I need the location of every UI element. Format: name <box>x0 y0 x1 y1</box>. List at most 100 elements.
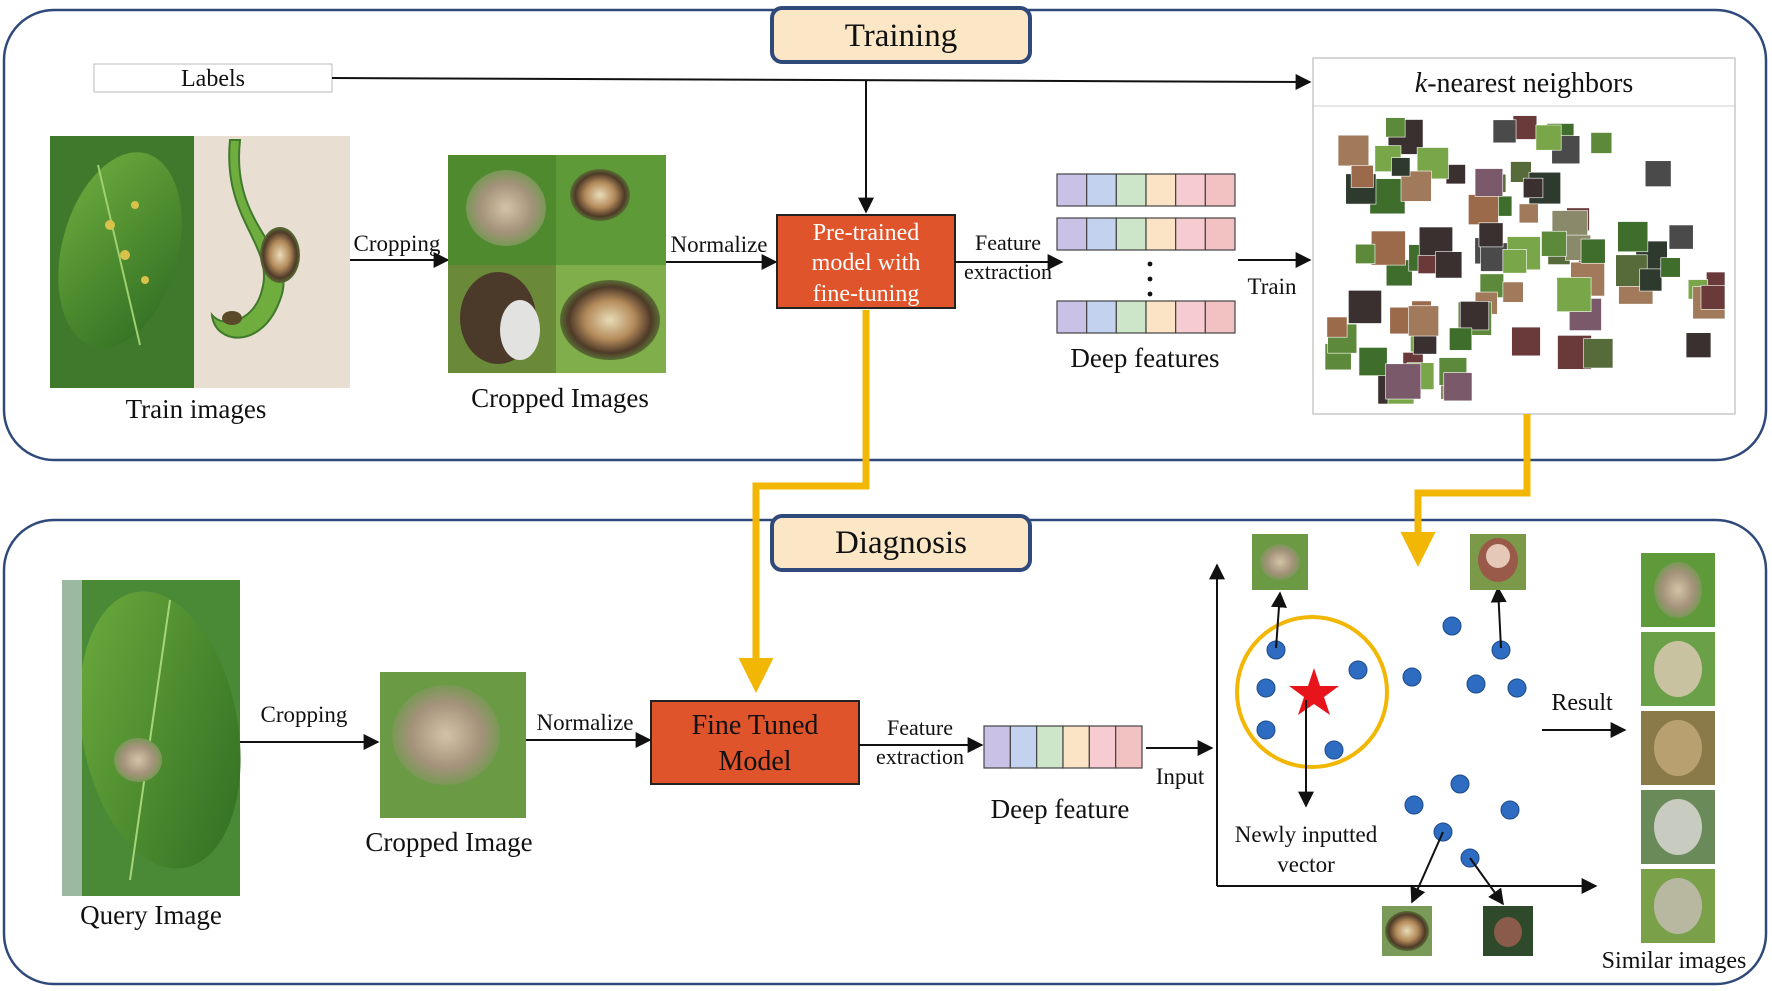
cropped-images-caption: Cropped Images <box>471 383 649 413</box>
feature-dot <box>1404 795 1424 815</box>
knn-thumbnail <box>1580 238 1606 264</box>
knn-thumbnail <box>1370 230 1406 266</box>
feature-cell <box>1204 300 1236 334</box>
result-label: Result <box>1551 690 1613 716</box>
feature-dot <box>1442 616 1462 636</box>
knn-thumbnail <box>1417 255 1437 274</box>
pretrained-model-box <box>776 214 956 309</box>
train-normalize-label: Normalize <box>670 232 767 257</box>
diag-feature-label2: extraction <box>876 744 964 769</box>
knn-thumbnail <box>1617 221 1649 253</box>
pretrained-model-line3: fine-tuning <box>813 281 920 307</box>
knn-thumbnail <box>1474 168 1504 197</box>
feature-cell <box>1145 217 1177 251</box>
knn-thumbnail <box>1391 157 1411 177</box>
train-cropping-label: Cropping <box>354 231 441 256</box>
knn-thumbnail <box>1358 347 1388 376</box>
knn-thumbnail <box>1408 305 1439 337</box>
neighbor-thumb-2 <box>1470 534 1526 590</box>
similar-image-lesion <box>1654 641 1702 697</box>
knn-thumbnail <box>1660 257 1681 278</box>
similar-images-strip <box>1639 551 1717 945</box>
feature-cell <box>1036 725 1064 769</box>
feature-cell <box>1009 725 1038 769</box>
knn-thumbnail <box>1583 338 1614 369</box>
knn-thumbnail <box>1644 160 1672 187</box>
train-label: Train <box>1248 274 1297 299</box>
knn-thumbnail <box>1685 332 1712 358</box>
knn-thumbnail <box>1523 177 1544 199</box>
similar-images-caption: Similar images <box>1602 948 1747 974</box>
knn-thumbnail <box>1512 115 1538 140</box>
pretrained-model-line2: model with <box>812 250 921 276</box>
model-transfer-arrow <box>738 310 870 693</box>
diagnosis-title-box <box>770 514 1032 572</box>
feature-cell <box>1175 217 1206 251</box>
feature-cell <box>983 725 1011 769</box>
knn-transfer-arrow <box>1400 414 1531 567</box>
feature-cell <box>1056 217 1088 251</box>
knn-title-k: k <box>1415 68 1428 99</box>
knn-thumbnail <box>1590 132 1613 154</box>
deep-feature-vector-2 <box>1056 217 1236 251</box>
feature-cell <box>1115 725 1143 769</box>
feature-cell <box>1062 725 1090 769</box>
diagnosis-title: Diagnosis <box>835 525 967 561</box>
similar-image-lesion <box>1654 878 1702 934</box>
fine-tuned-model-line1: Fine Tuned <box>692 710 819 741</box>
knn-thumbnail <box>1348 290 1382 324</box>
knn-thumbnail <box>1445 164 1466 185</box>
similar-image-lesion <box>1654 562 1702 618</box>
feature-cell <box>1088 725 1117 769</box>
feature-dot <box>1256 720 1276 740</box>
feature-dot <box>1324 740 1344 760</box>
knn-title-rest: -nearest neighbors <box>1427 68 1633 99</box>
knn-thumbnail <box>1511 326 1541 357</box>
fine-tuned-model-line2: Model <box>718 746 791 777</box>
similar-image-lesion <box>1654 799 1702 855</box>
feature-cell <box>1115 300 1147 334</box>
knn-thumbnail <box>1355 243 1376 264</box>
knn-thumbnail <box>1350 165 1374 188</box>
deep-feature-vector-1 <box>1056 173 1236 207</box>
feature-cell <box>1086 217 1117 251</box>
neighbor-circle <box>1235 615 1389 769</box>
labels-box <box>93 63 333 93</box>
query-deep-feature-vector <box>983 725 1143 769</box>
knn-thumbnail <box>1502 281 1524 303</box>
knn-thumbnail <box>1556 277 1592 312</box>
query-image-caption: Query Image <box>80 900 222 930</box>
new-vector-label2: vector <box>1277 852 1335 877</box>
diag-cropping-label: Cropping <box>261 702 348 727</box>
knn-thumbnail <box>1326 316 1348 338</box>
feature-dot <box>1500 800 1520 820</box>
labels-text: Labels <box>181 66 245 92</box>
knn-thumbnail <box>1510 161 1532 183</box>
deep-feature-vector-3 <box>1056 300 1236 334</box>
fine-tuned-model-box <box>650 700 860 785</box>
feature-cell <box>1145 300 1177 334</box>
deep-feature-caption: Deep feature <box>991 794 1130 824</box>
cropped-images-grid <box>448 155 666 373</box>
neighbor-thumb-3 <box>1382 906 1432 956</box>
similar-image-lesion <box>1654 720 1702 776</box>
training-title: Training <box>845 18 957 54</box>
knn-thumbnail <box>1385 363 1422 400</box>
neighbor-thumb-4 <box>1483 906 1533 956</box>
pretrained-model-line1: Pre-trained <box>813 220 920 246</box>
diag-normalize-label: Normalize <box>536 710 633 735</box>
dot-to-thumb-arrow <box>1469 857 1504 906</box>
feature-dot <box>1450 774 1470 794</box>
feature-dot <box>1507 678 1527 698</box>
feature-cell <box>1204 173 1236 207</box>
knn-thumbnail <box>1468 194 1499 225</box>
knn-thumbnail <box>1541 230 1567 257</box>
knn-thumbnail <box>1385 117 1406 138</box>
knn-thumbnail <box>1502 249 1527 274</box>
knn-thumbnail <box>1443 372 1473 402</box>
neighbor-thumb-1 <box>1252 534 1308 590</box>
feature-cell <box>1115 217 1147 251</box>
dot-to-thumb-arrow <box>1270 591 1287 649</box>
knn-thumbnail <box>1435 251 1463 279</box>
